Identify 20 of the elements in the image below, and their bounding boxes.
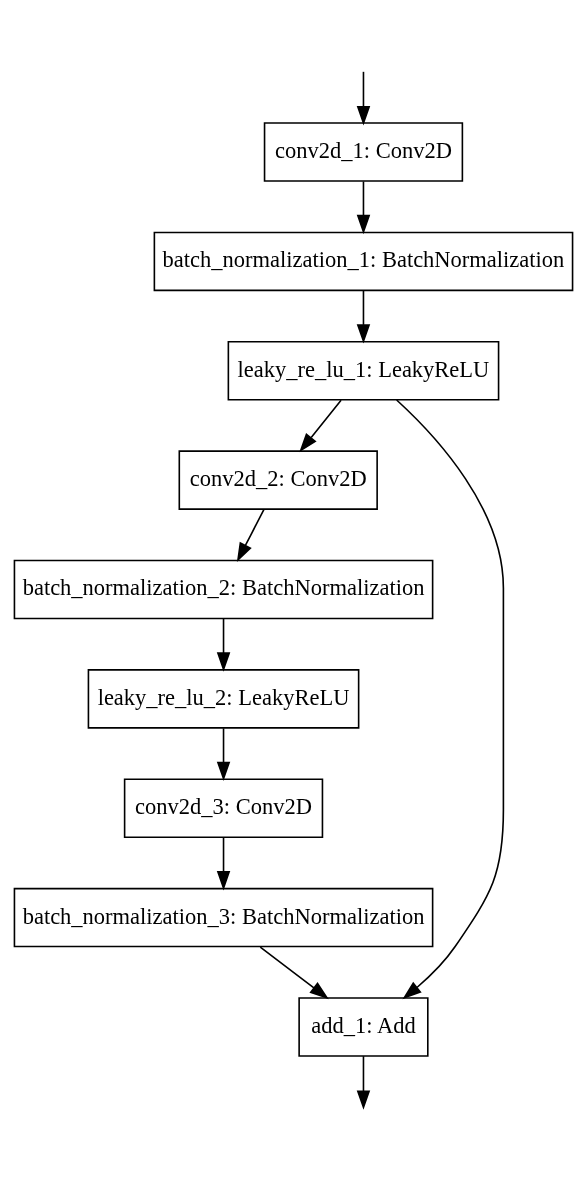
arrow [216, 836, 231, 891]
node-box: batch_normalization_1: BatchNormalization [153, 231, 574, 292]
arrow [356, 71, 371, 126]
node-box: conv2d_2: Conv2D [178, 450, 378, 510]
node-box: leaky_re_lu_2: LeakyReLU [87, 669, 360, 729]
node-box: leaky_re_lu_1: LeakyReLU [227, 341, 500, 401]
node-box: conv2d_3: Conv2D [123, 778, 324, 838]
arrow [259, 946, 329, 1000]
arrow [395, 399, 505, 1000]
arrow [356, 290, 371, 344]
arrow [216, 618, 231, 672]
arrow [216, 727, 231, 781]
arrow [356, 180, 371, 235]
node-box: conv2d_1: Conv2D [263, 122, 464, 182]
arrow [356, 1055, 371, 1110]
node-box: batch_normalization_3: BatchNormalization [13, 887, 434, 948]
arrow [299, 399, 342, 453]
arrow [236, 508, 265, 562]
node-box: batch_normalization_2: BatchNormalization [13, 559, 434, 620]
node-box: add_1: Add [298, 997, 429, 1057]
